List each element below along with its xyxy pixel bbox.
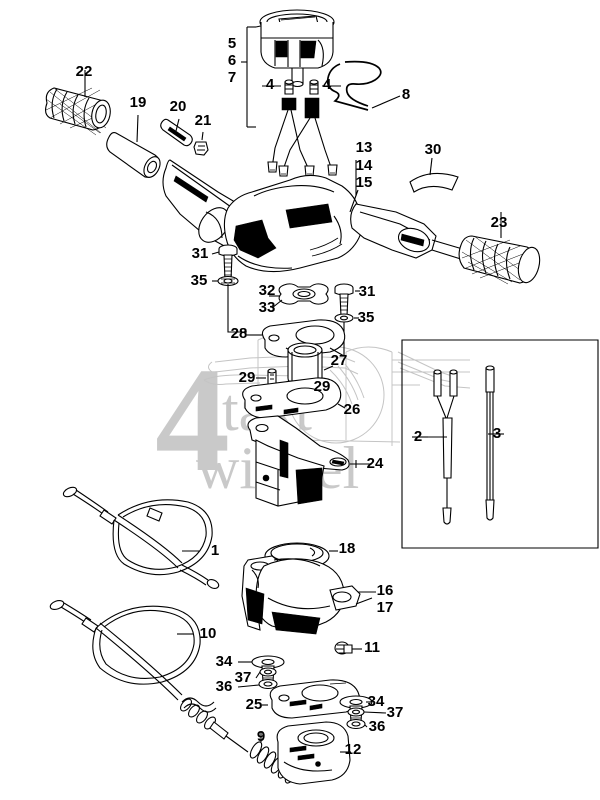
callout-4-bulb-left: 4 — [266, 76, 275, 93]
callout-5-housing-upper: 5 — [228, 35, 236, 52]
callout-12-lower-housing: 12 — [345, 741, 362, 758]
callout-35-washer-right: 35 — [358, 309, 375, 326]
callout-35-washer-left: 35 — [191, 272, 208, 289]
callout-33-guide-lower: 33 — [259, 299, 276, 316]
curved-plate-group — [409, 157, 459, 193]
callout-32-guide-upper: 32 — [259, 282, 276, 299]
base-plate-group — [262, 679, 361, 719]
callout-30-curved-plate: 30 — [425, 141, 442, 158]
left-grip-group — [44, 70, 111, 136]
callout-19-throttle-tube: 19 — [130, 94, 147, 111]
callout-37-spring-washer-left: 37 — [235, 669, 252, 686]
callout-14-holder-lower: 14 — [356, 157, 373, 174]
callout-37-spring-washer-right: 37 — [387, 704, 404, 721]
handlebar-body-group — [162, 159, 437, 273]
cable-guide-group — [269, 283, 329, 309]
callout-31-bolt-left: 31 — [192, 245, 209, 262]
wire-leads-group — [267, 97, 338, 177]
callout-8-spring-clip: 8 — [402, 86, 410, 103]
callout-26-lower-bracket: 26 — [344, 401, 361, 418]
callout-17-clamp-lower: 17 — [377, 599, 394, 616]
callout-28-damper-plate: 28 — [231, 325, 248, 342]
callout-10-clutch-cable: 10 — [200, 625, 217, 642]
fastener-left-group — [237, 655, 285, 690]
right-grip-group — [431, 212, 541, 285]
callout-13-holder-upper: 13 — [356, 139, 373, 156]
ghost-handlebar-outline — [203, 333, 470, 446]
callout-2-throttle-cable: 2 — [414, 428, 422, 445]
brake-cable-group — [62, 486, 220, 589]
callout-9-return-spring: 9 — [257, 728, 265, 745]
fastener-right-group — [339, 695, 387, 730]
damper-plate-group — [247, 319, 346, 358]
callout-4-bulb-right: 4 — [323, 76, 332, 93]
callout-34-screw-left: 34 — [216, 653, 233, 670]
switch-housing-group — [241, 9, 335, 128]
callout-3-secondary-cable: 3 — [493, 425, 501, 442]
callout-36-flat-washer-left: 36 — [216, 678, 233, 695]
callout-20-pin: 20 — [170, 98, 187, 115]
lower-housing-group — [276, 721, 351, 785]
callout-31-bolt-right: 31 — [359, 283, 376, 300]
callout-22-left-grip: 22 — [76, 63, 93, 80]
callout-34-screw-right: 34 — [368, 693, 385, 710]
callout-24-headlight-mount: 24 — [367, 455, 384, 472]
callout-25-base-plate: 25 — [246, 696, 263, 713]
callout-27-bushing: 27 — [331, 352, 348, 369]
headlight-bracket-group — [247, 415, 372, 507]
callout-18-retaining-ring: 18 — [339, 540, 356, 557]
callout-7-switch-knob: 7 — [228, 69, 236, 86]
callout-23-right-grip: 23 — [491, 214, 508, 231]
switch-bulbs-group — [262, 79, 341, 95]
callout-1-brake-cable: 1 — [211, 542, 219, 559]
callout-21-clip: 21 — [195, 112, 212, 129]
lower-bracket-group — [242, 377, 346, 419]
cable-clamp-group — [241, 555, 376, 635]
bolt-washer-left-group — [211, 244, 247, 333]
callout-11-clamp-screw: 11 — [364, 639, 380, 656]
watermark-numeral: 4 — [155, 337, 230, 503]
callout-15-handlebar: 15 — [356, 174, 373, 191]
callout-29-pin-right: 29 — [314, 378, 331, 395]
clutch-cable-group — [49, 599, 249, 753]
clamp-screw-group — [334, 641, 362, 655]
callout-6-housing-lower: 6 — [228, 52, 236, 69]
cable-panel-group — [401, 339, 599, 549]
throttle-tube-group — [106, 114, 161, 178]
pin-clip-group — [160, 118, 209, 156]
callout-36-flat-washer-right: 36 — [369, 718, 386, 735]
callout-29-pin-left: 29 — [239, 369, 256, 386]
callout-16-clamp-upper: 16 — [377, 582, 394, 599]
wire-spring-clip-group — [326, 60, 401, 111]
